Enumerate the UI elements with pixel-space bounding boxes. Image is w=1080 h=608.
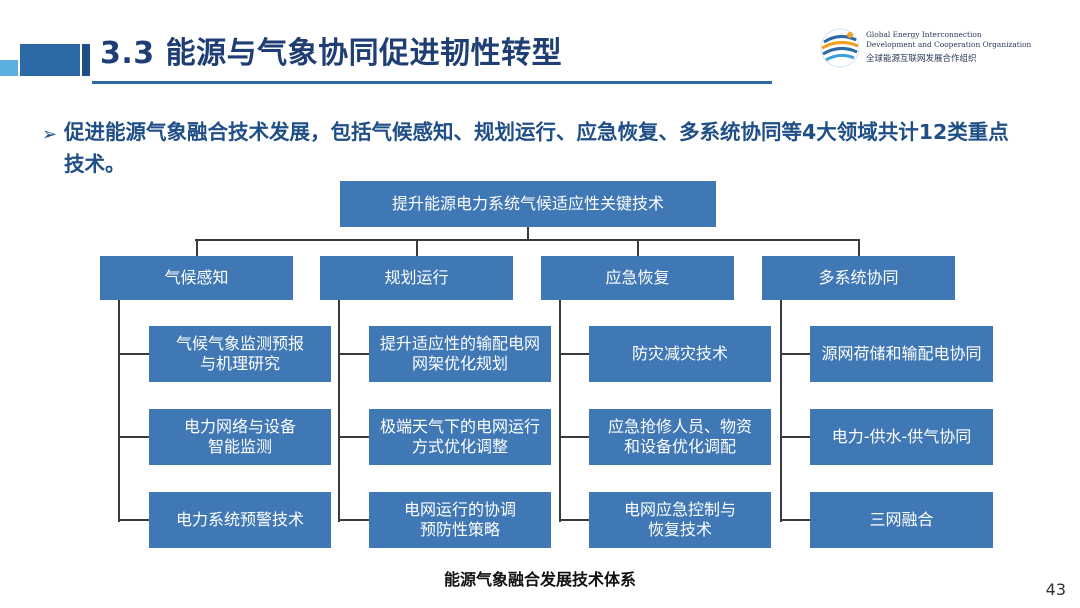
summary-text: 促进能源气象融合技术发展，包括气候感知、规划运行、应急恢复、多系统协同等4大领域… [64,120,1009,176]
page-number: 43 [1045,580,1066,599]
spine-2 [338,300,340,522]
bullet-arrow-icon: ➢ [42,124,58,145]
tech-item-2-2: 极端天气下的电网运行方式优化调整 [369,409,551,465]
tech-item-1-2: 电力网络与设备智能监测 [149,409,331,465]
item-connector-4-1 [780,353,810,355]
tech-item-4-2: 电力-供水-供气协同 [810,409,993,465]
tech-item-3-2: 应急抢修人员、物资和设备优化调配 [589,409,771,465]
header-stripe-mid [20,44,80,76]
category-node-2: 规划运行 [320,256,513,300]
spine-4 [780,300,782,522]
org-name-en-2: Development and Cooperation Organization [866,40,1032,49]
title-underline [92,81,772,84]
tech-item-2-3: 电网运行的协调预防性策略 [369,492,551,548]
item-connector-2-1 [338,353,369,355]
category-node-3: 应急恢复 [541,256,734,300]
header-stripe-bar [82,44,90,76]
item-connector-4-3 [780,519,810,521]
spine-1 [118,300,120,522]
connector-branch-2 [416,239,418,256]
tech-item-4-1: 源网荷储和输配电协同 [810,326,993,382]
globe-logo-icon [820,28,860,68]
item-connector-1-1 [118,353,149,355]
connector-branch-3 [637,239,639,256]
tech-item-3-3: 电网应急控制与恢复技术 [589,492,771,548]
item-connector-2-2 [338,436,369,438]
connector-branch-1 [196,239,198,256]
item-connector-4-2 [780,436,810,438]
tech-item-3-1: 防灾减灾技术 [589,326,771,382]
org-name-zh: 全球能源互联网发展合作组织 [866,54,977,64]
org-name-en-1: Global Energy Interconnection [866,30,982,39]
connector-branch-4 [858,239,860,256]
spine-3 [559,300,561,522]
category-node-4: 多系统协同 [762,256,955,300]
tech-item-1-1: 气候气象监测预报与机理研究 [149,326,331,382]
root-node: 提升能源电力系统气候适应性关键技术 [340,181,716,227]
item-connector-3-2 [559,436,589,438]
item-connector-2-3 [338,519,369,521]
item-connector-1-2 [118,436,149,438]
tech-item-2-1: 提升适应性的输配电网网架优化规划 [369,326,551,382]
header-stripe-left [0,60,18,76]
item-connector-1-3 [118,519,149,521]
diagram-caption: 能源气象融合发展技术体系 [443,570,636,589]
category-node-1: 气候感知 [100,256,293,300]
page-title: 3.3 能源与气象协同促进韧性转型 [100,36,563,71]
item-connector-3-3 [559,519,589,521]
connector-horizontal [195,239,860,241]
tech-item-1-3: 电力系统预警技术 [149,492,331,548]
connector-root-down [527,227,529,240]
item-connector-3-1 [559,353,589,355]
tech-item-4-3: 三网融合 [810,492,993,548]
